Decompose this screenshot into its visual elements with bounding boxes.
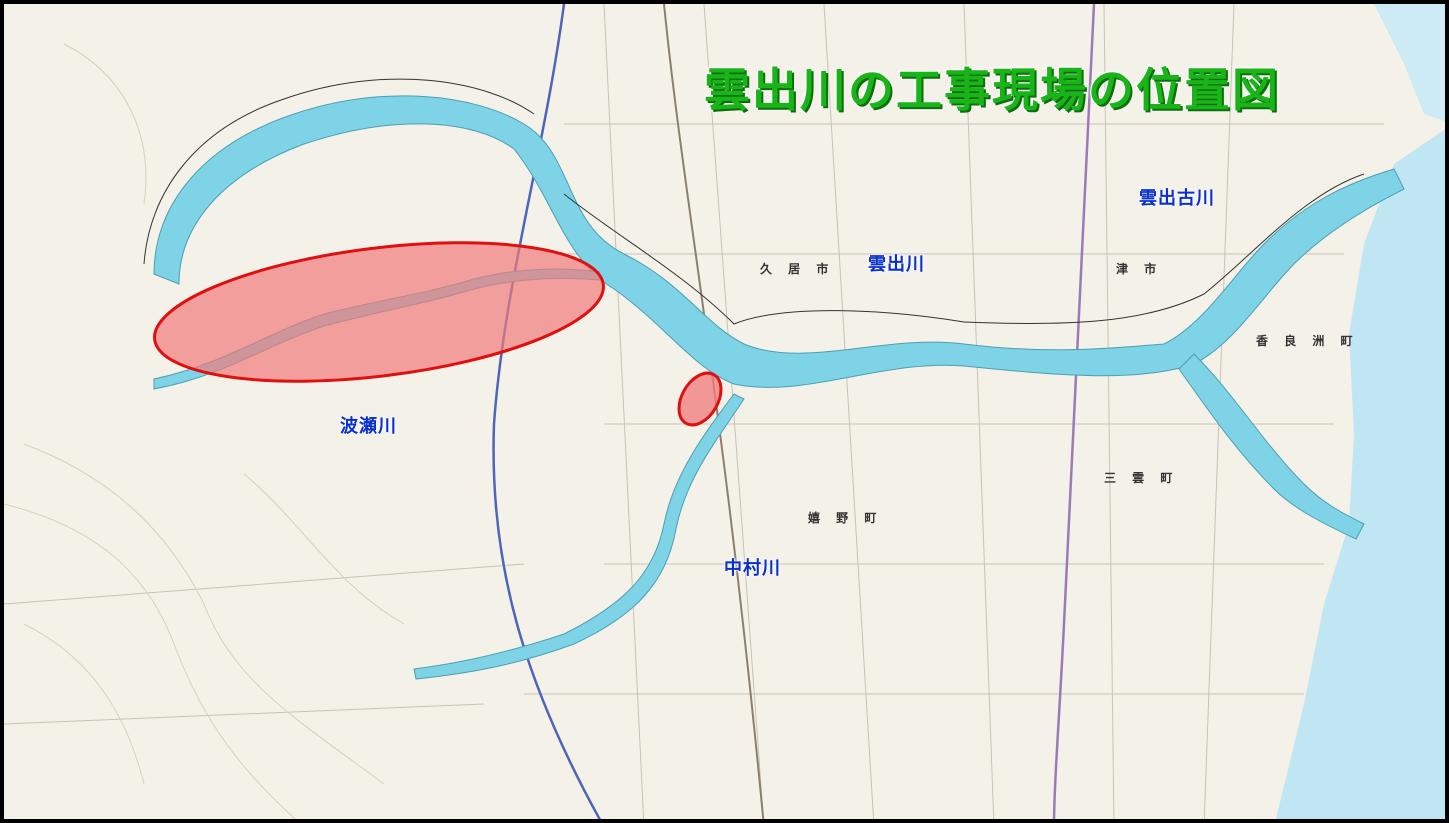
highway-line (1052, 4, 1096, 819)
label-nakamura-river: 中村川 (724, 558, 781, 579)
label-kumozu-river: 雲出川 (868, 254, 925, 275)
label-kumozu-old-river: 雲出古川 (1139, 188, 1215, 209)
nakamura-river (413, 393, 745, 680)
river-map (4, 4, 1445, 819)
kumozu-old-river (1178, 353, 1365, 540)
town-hisai: 久 居 市 (760, 262, 835, 276)
town-kora: 香 良 洲 町 (1256, 334, 1359, 348)
construction-site-hase (153, 241, 605, 383)
town-tsu: 津 市 (1116, 262, 1163, 276)
town-ureshino: 嬉 野 町 (808, 511, 883, 525)
port-area (1374, 4, 1445, 122)
town-mikumo: 三 雲 町 (1104, 471, 1179, 485)
kumozu-river (153, 95, 1405, 388)
map-title: 雲出川の工事現場の位置図 (704, 63, 1280, 117)
sea-area (1275, 129, 1445, 819)
label-hase-river: 波瀬川 (340, 416, 397, 437)
construction-site-kumozu (677, 371, 723, 427)
